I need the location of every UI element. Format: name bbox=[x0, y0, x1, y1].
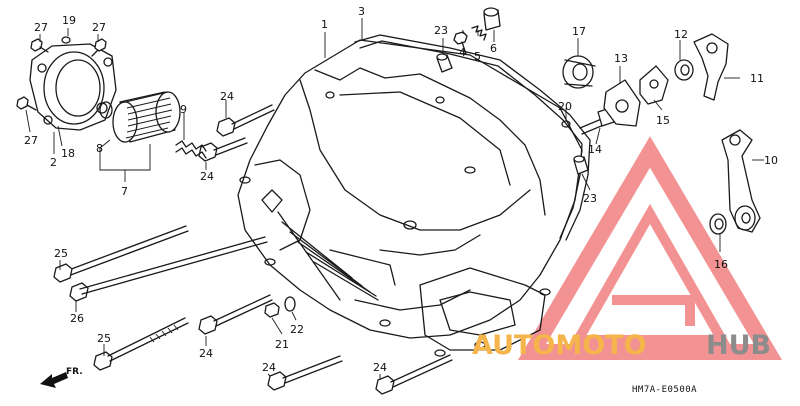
dowel-23-right bbox=[573, 155, 589, 175]
callout-23-top: 23 bbox=[434, 24, 448, 37]
front-direction-arrow: FR. bbox=[40, 367, 83, 388]
bolt-27-right-top bbox=[91, 38, 107, 57]
dowel-23-top bbox=[436, 53, 453, 73]
arm-10 bbox=[721, 129, 761, 233]
callout-18: 18 bbox=[61, 147, 75, 160]
callout-3: 3 bbox=[358, 5, 365, 18]
callout-25-upper: 25 bbox=[54, 247, 68, 260]
long-bolt-25-lower bbox=[93, 317, 189, 371]
callout-26: 26 bbox=[70, 312, 84, 325]
callout-2: 2 bbox=[50, 156, 57, 169]
callout-14: 14 bbox=[588, 143, 602, 156]
callout-13: 13 bbox=[614, 52, 628, 65]
callout-24-top: 24 bbox=[220, 90, 234, 103]
callout-23-right: 23 bbox=[583, 192, 597, 205]
watermark-text-primary: AUTOMOTO bbox=[472, 330, 647, 361]
callout-25-lower: 25 bbox=[97, 332, 111, 345]
callout-24-bottom-left: 24 bbox=[262, 361, 276, 374]
lever-11 bbox=[693, 33, 729, 101]
callout-6: 6 bbox=[490, 42, 497, 55]
callout-19: 19 bbox=[62, 14, 76, 27]
washer-16 bbox=[709, 213, 727, 235]
nut-21 bbox=[264, 302, 280, 318]
callout-9: 9 bbox=[180, 103, 187, 116]
callout-27-left-bottom: 27 bbox=[24, 134, 38, 147]
callout-27-left-top: 27 bbox=[34, 21, 48, 34]
watermark-text: AUTOMOTO HUB bbox=[472, 330, 771, 361]
bolt-27-left-bottom bbox=[16, 96, 37, 111]
oil-filter bbox=[99, 91, 181, 143]
bolt-24-mid bbox=[198, 294, 273, 335]
spring-5 bbox=[471, 25, 487, 41]
spring-9 bbox=[175, 140, 207, 159]
diagram-code: HM7A-E0500A bbox=[632, 385, 697, 395]
callout-16: 16 bbox=[714, 258, 728, 271]
filter-cover bbox=[29, 43, 117, 131]
callout-4: 4 bbox=[459, 46, 466, 59]
leader-lines bbox=[25, 18, 764, 380]
gasket bbox=[354, 34, 591, 241]
callout-12: 12 bbox=[674, 28, 688, 41]
seal-12 bbox=[674, 59, 694, 81]
callout-8: 8 bbox=[96, 142, 103, 155]
callout-24-filter: 24 bbox=[200, 170, 214, 183]
callout-1: 1 bbox=[321, 18, 328, 31]
callout-17: 17 bbox=[572, 25, 586, 38]
callout-11: 11 bbox=[750, 72, 764, 85]
arm-13 bbox=[603, 79, 641, 127]
callout-24-mid: 24 bbox=[199, 347, 213, 360]
callout-20: 20 bbox=[558, 100, 572, 113]
callout-22: 22 bbox=[290, 323, 304, 336]
callout-labels: 1 2 3 4 5 6 7 8 9 10 11 12 13 14 15 16 1… bbox=[24, 5, 778, 374]
callout-21: 21 bbox=[275, 338, 289, 351]
bolt-24-bottom-right bbox=[375, 354, 453, 395]
oring-19 bbox=[61, 36, 71, 44]
callout-5: 5 bbox=[474, 50, 481, 63]
watermark-logo bbox=[517, 136, 783, 360]
callout-27-right-top: 27 bbox=[92, 21, 106, 34]
front-direction-label: FR. bbox=[66, 367, 83, 377]
oring-20 bbox=[561, 120, 571, 128]
callout-15: 15 bbox=[656, 114, 670, 127]
bolt-24-top bbox=[216, 104, 275, 137]
plug-6 bbox=[483, 7, 501, 31]
crankcase-cover bbox=[237, 39, 583, 357]
bolt-24-bottom-left bbox=[267, 355, 343, 391]
long-bolt-25-upper bbox=[53, 225, 268, 302]
plate-15 bbox=[639, 65, 669, 105]
callout-10: 10 bbox=[764, 154, 778, 167]
washer-22 bbox=[284, 296, 296, 312]
callout-24-bottom-right: 24 bbox=[373, 361, 387, 374]
bolt-4 bbox=[453, 31, 468, 55]
watermark-text-secondary: HUB bbox=[706, 330, 771, 361]
bearing-17 bbox=[562, 55, 596, 89]
callout-7: 7 bbox=[121, 185, 128, 198]
bolt-27-left-top bbox=[30, 38, 49, 53]
